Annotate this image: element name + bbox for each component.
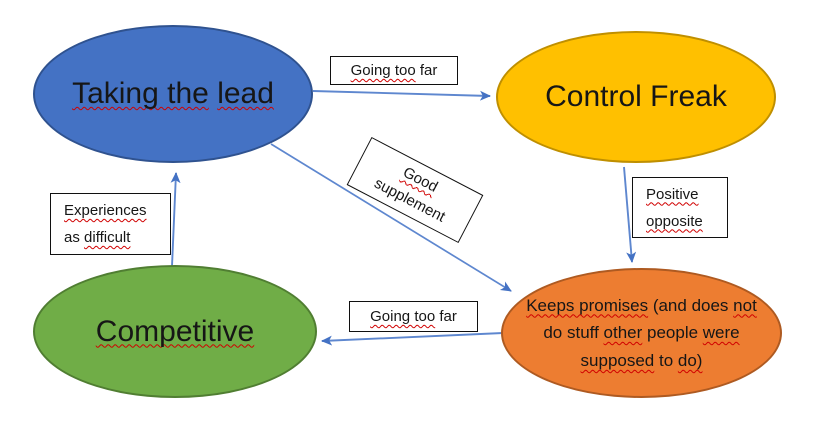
arrow-competitive-to-lead (170, 172, 181, 267)
node-competitive: Competitive (33, 265, 317, 398)
node-taking-the-lead-label: Taking the lead (72, 77, 274, 110)
edge-label-going-too-far-top-text: Going too far (350, 62, 438, 79)
node-competitive-label: Competitive (95, 314, 255, 348)
node-taking-the-lead: Taking the lead (33, 25, 313, 163)
edge-label-going-too-far-bottom-text: Going too far (370, 308, 457, 325)
edge-label-going-too-far-top: Going too far (330, 56, 458, 85)
arrow-lead-to-control (312, 90, 491, 101)
edge-label-going-too-far-bottom: Going too far (349, 301, 478, 332)
node-control-freak-label: Control Freak (545, 80, 727, 113)
arrow-promises-to-competitive (321, 332, 504, 346)
arrow-control-to-promises (623, 166, 637, 263)
node-control-freak: Control Freak (496, 31, 776, 163)
